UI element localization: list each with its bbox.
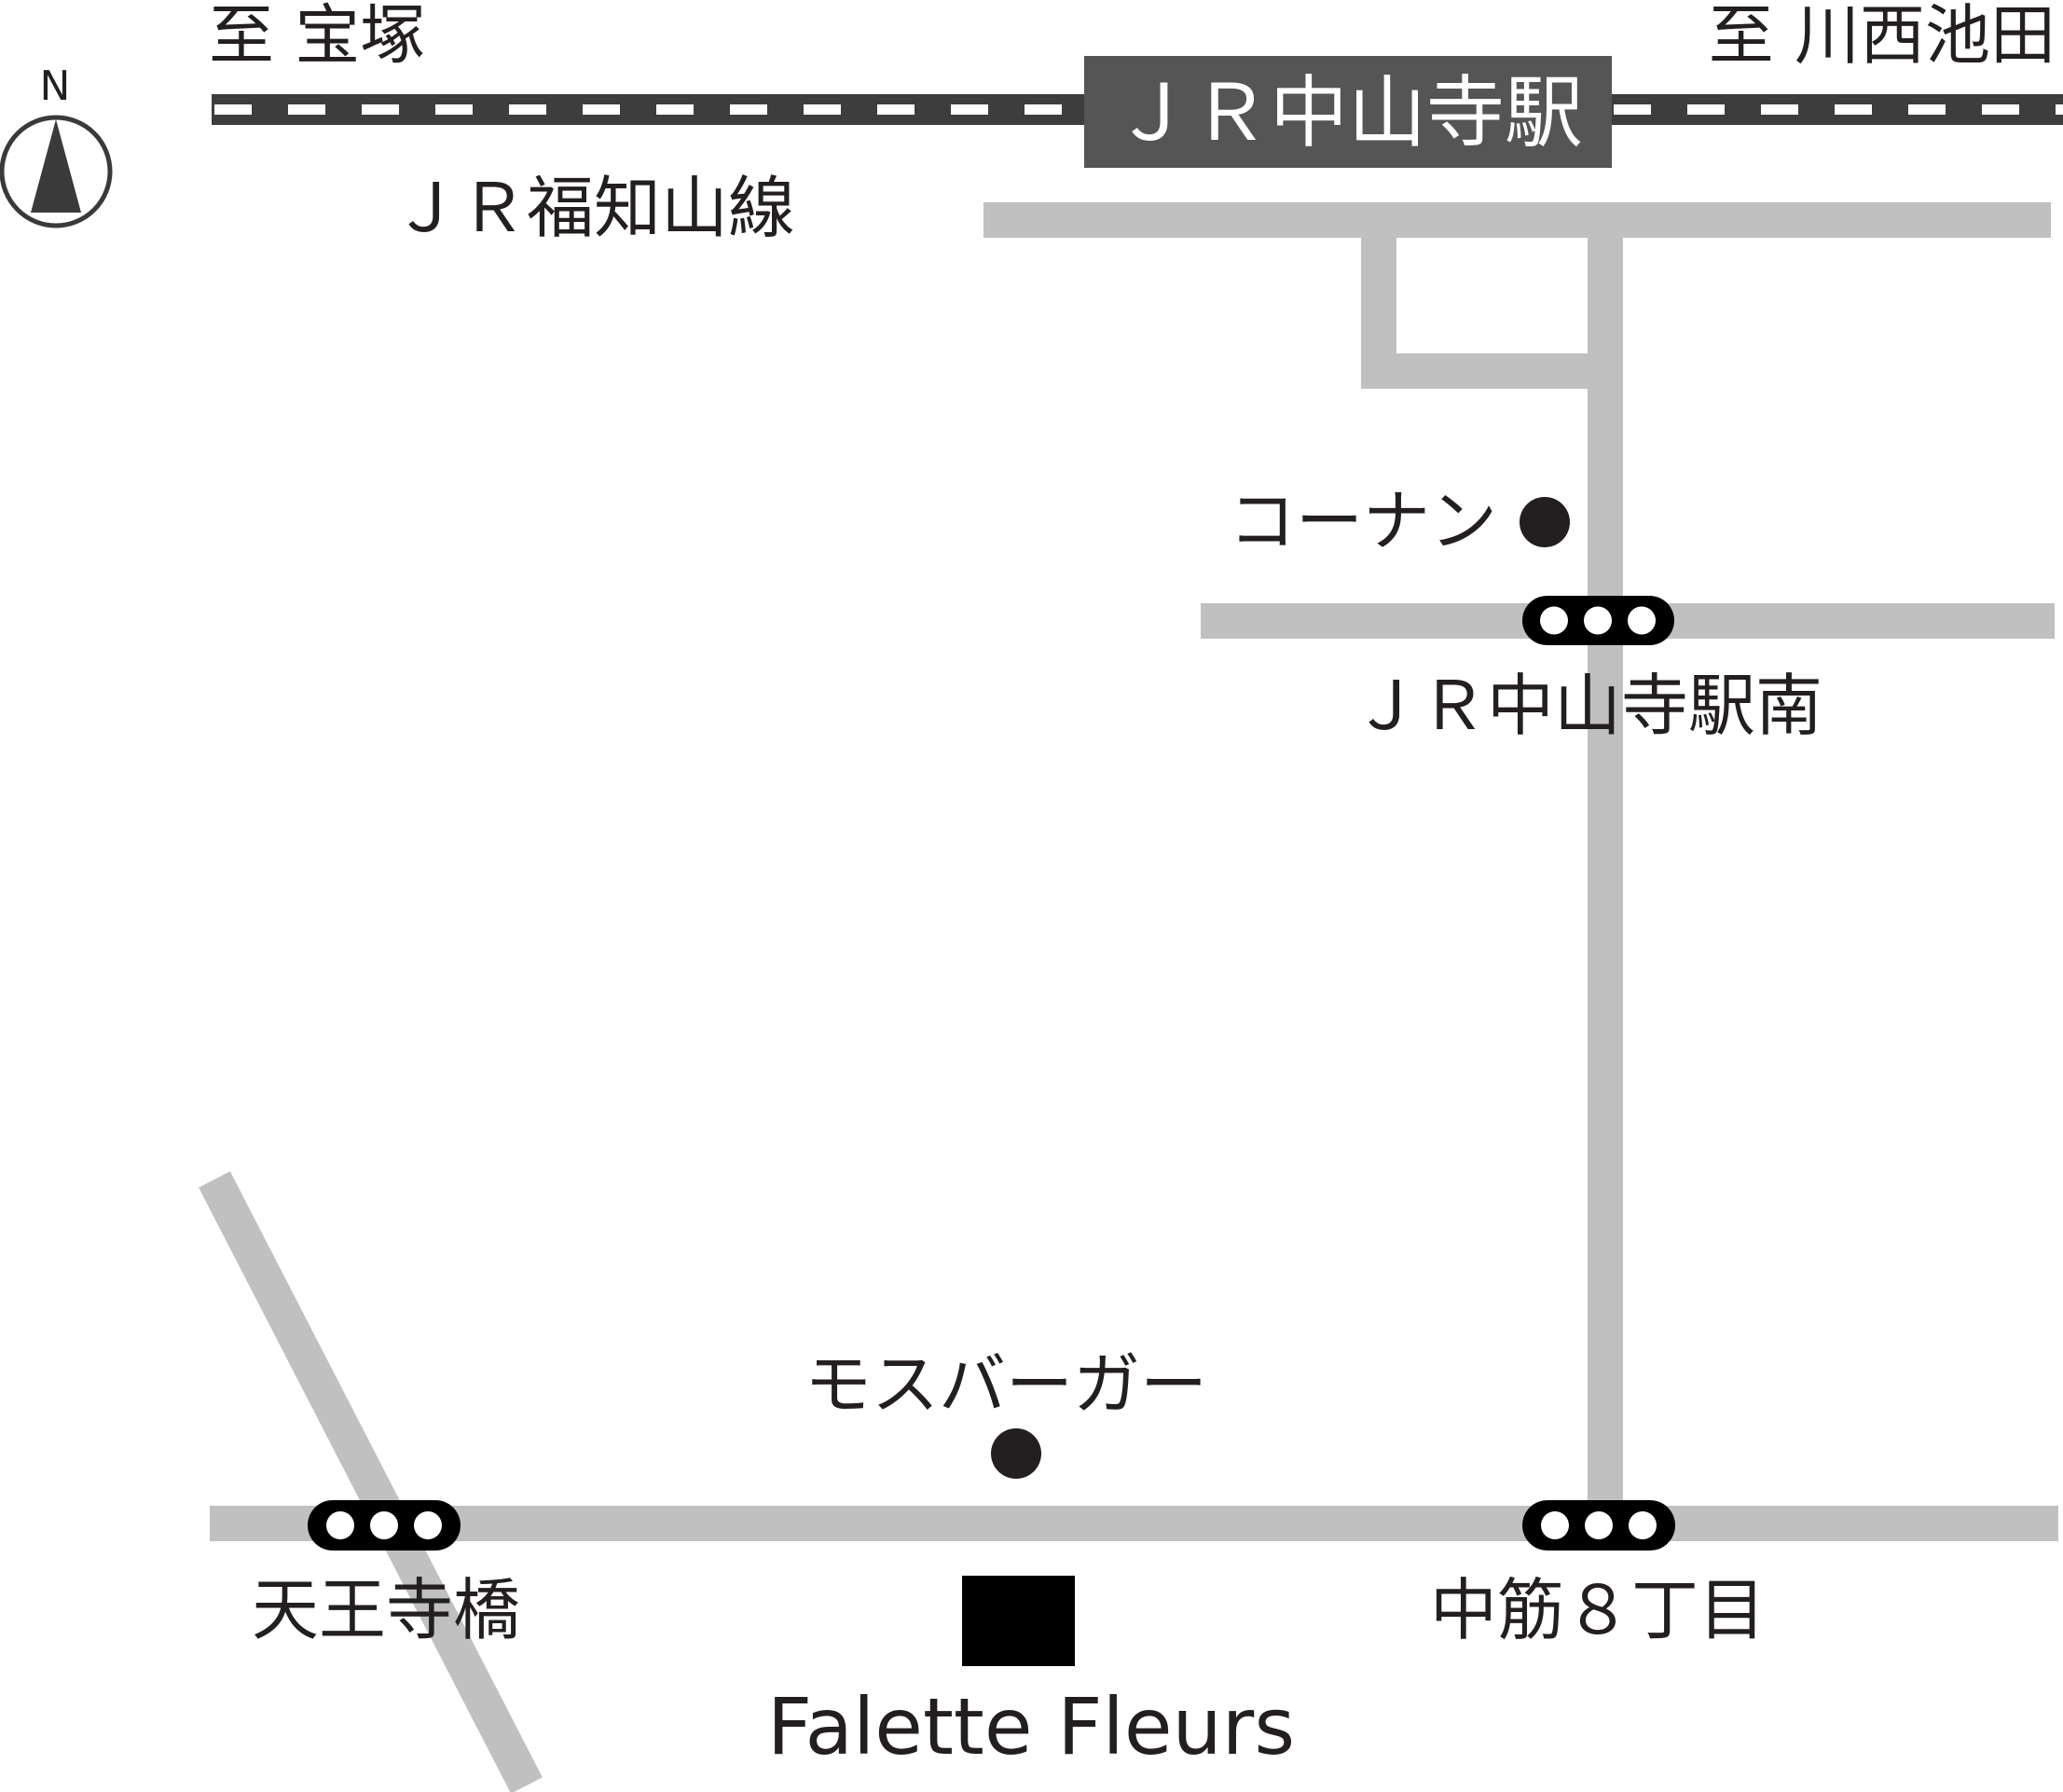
roads xyxy=(199,202,2058,1792)
signal-lamp-icon xyxy=(1629,1511,1657,1539)
signal-lamp-icon xyxy=(1540,606,1568,635)
traffic-signal-station-south xyxy=(1522,596,1674,645)
road-main-vertical xyxy=(1588,202,1623,1540)
station-box xyxy=(1084,56,1612,168)
compass-letter: N xyxy=(40,62,71,110)
destination-falette-fleurs: Falette Fleurs xyxy=(767,1576,1295,1772)
compass-ring xyxy=(0,115,113,228)
landmark-mos-burger: モスバーガー xyxy=(805,1345,1207,1479)
signal-lamp-icon xyxy=(414,1511,442,1539)
signal-lamp-icon xyxy=(326,1511,354,1539)
road-diagonal xyxy=(199,1171,543,1792)
mos-burger-label: モスバーガー xyxy=(805,1345,1207,1424)
destination-marker-icon xyxy=(962,1576,1075,1666)
direction-east-label: 至 川西池田 xyxy=(1709,0,2056,74)
signal-lamp-icon xyxy=(370,1511,398,1539)
road-loop-bottom xyxy=(1361,353,1623,389)
tennoji-bashi-label: 天王寺橋 xyxy=(252,1571,520,1649)
compass-arrow-icon xyxy=(31,119,81,213)
station-south-label: ＪＲ中山寺駅南 xyxy=(1353,667,1822,745)
konan-label: コーナン xyxy=(1229,482,1497,560)
north-compass: N xyxy=(0,62,113,228)
road-station-north xyxy=(983,202,2051,238)
station: ＪＲ中山寺駅 xyxy=(1084,56,1612,168)
mos-burger-marker-icon xyxy=(991,1428,1041,1479)
traffic-signal-tennoji-bashi xyxy=(308,1500,461,1551)
landmark-konan: コーナン xyxy=(1229,482,1570,560)
signal-lamp-icon xyxy=(1628,606,1656,635)
direction-west-label: 至 宝塚 xyxy=(209,0,425,74)
line-name-label: ＪＲ福知山線 xyxy=(392,169,795,247)
road-south-main xyxy=(210,1506,2058,1541)
traffic-signal-nakasuji-8 xyxy=(1522,1500,1675,1551)
station-name: ＪＲ中山寺駅 xyxy=(1113,67,1583,159)
signal-lamp-icon xyxy=(1584,606,1612,635)
destination-label: Falette Fleurs xyxy=(767,1681,1295,1772)
signal-lamp-icon xyxy=(1541,1511,1569,1539)
nakasuji-8-label: 中筋８丁目 xyxy=(1430,1571,1766,1649)
signal-lamp-icon xyxy=(1585,1511,1613,1539)
konan-marker-icon xyxy=(1520,497,1570,547)
